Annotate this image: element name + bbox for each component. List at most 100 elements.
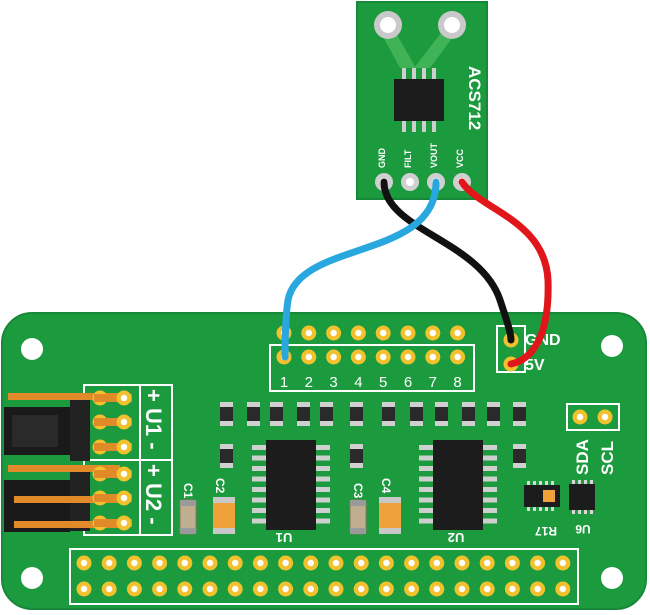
gpio-pad: [177, 581, 193, 597]
gpio-pad: [227, 581, 243, 597]
label-scl: SCL: [598, 441, 617, 475]
gpio-pad: [101, 555, 117, 571]
gpio-pad: [429, 581, 445, 597]
label-c3: C3: [351, 483, 365, 499]
adc-pin-number: 4: [354, 374, 362, 391]
pin-label-vout: VOUT: [429, 142, 439, 168]
gpio-pad: [328, 555, 344, 571]
adc-pad-top: [375, 325, 391, 341]
gnd-wire: [380, 178, 515, 344]
gpio-pad: [530, 581, 546, 597]
gpio-pad: [101, 581, 117, 597]
gpio-pad: [429, 555, 445, 571]
gpio-pad: [555, 581, 571, 597]
adc-pad-top: [301, 325, 317, 341]
pin-label-vcc: VCC: [455, 148, 465, 168]
gpio-pad: [152, 555, 168, 571]
adc-pad-top: [425, 325, 441, 341]
smd-resistor: [247, 402, 260, 426]
adc-pad-bottom: [450, 349, 466, 365]
smd-resistor: [220, 402, 233, 426]
pin-label-filt: FILT: [403, 149, 413, 168]
acs712-module: ACS712 GND FILT VOUT VCC: [356, 1, 488, 200]
adc-pad-top: [350, 325, 366, 341]
mounting-hole: [601, 335, 623, 357]
smd-resistor: [513, 402, 526, 426]
gpio-pad: [303, 581, 319, 597]
adc-pad-bottom: [375, 349, 391, 365]
adc-pad-bottom: [326, 349, 342, 365]
gpio-header: [69, 548, 579, 605]
capacitor-c2: C2: [213, 478, 235, 534]
smd-resistor: [297, 402, 310, 426]
gpio-pad: [504, 555, 520, 571]
label-c1: C1: [181, 483, 195, 499]
gpio-pad: [378, 555, 394, 571]
label-u6: U6: [575, 522, 591, 536]
gpio-pad: [353, 581, 369, 597]
chip-u6: U6: [569, 480, 595, 536]
i2c-header: SDA SCL: [566, 403, 620, 475]
smd-resistor: [350, 444, 363, 468]
adc-pin-number: 7: [429, 374, 437, 391]
gpio-pad: [479, 555, 495, 571]
gpio-pad: [303, 555, 319, 571]
chip-u1: U1: [252, 440, 330, 545]
gpio-pad: [404, 581, 420, 597]
gpio-pad: [227, 555, 243, 571]
smd-resistor: [350, 402, 363, 426]
gpio-pad: [328, 581, 344, 597]
gpio-pad: [378, 581, 394, 597]
label-sda: SDA: [573, 439, 592, 475]
adc-pin-number: 8: [453, 374, 461, 391]
label-c2: C2: [213, 478, 227, 494]
mounting-hole: [21, 567, 43, 589]
mounting-hole: [21, 338, 43, 360]
smd-resistor: [410, 402, 423, 426]
chip-r17: R17: [524, 481, 560, 538]
gpio-pad: [177, 555, 193, 571]
gpio-pad: [76, 581, 92, 597]
adc-pin-number: 1: [280, 374, 288, 391]
adc-pin-number: 5: [379, 374, 387, 391]
sensor-name: ACS712: [465, 66, 484, 130]
adc-pin-number: 2: [305, 374, 313, 391]
gpio-pad: [202, 581, 218, 597]
gpio-pad: [202, 555, 218, 571]
label-r17: R17: [535, 524, 557, 538]
smd-resistor: [487, 402, 500, 426]
adc-pad-bottom: [350, 349, 366, 365]
gpio-pad: [404, 555, 420, 571]
label-u1-chip: U1: [276, 530, 293, 545]
gpio-pad: [504, 581, 520, 597]
wires: [281, 178, 552, 368]
label-u2-chip: U2: [448, 530, 465, 545]
smd-resistor: [320, 402, 333, 426]
gpio-pad: [76, 555, 92, 571]
smd-resistor: [435, 402, 448, 426]
smd-resistor: [382, 402, 395, 426]
gpio-pad: [252, 581, 268, 597]
smd-resistor: [462, 402, 475, 426]
smd-resistor: [220, 444, 233, 468]
gpio-pad: [353, 555, 369, 571]
gpio-pad: [479, 581, 495, 597]
pin-label-gnd: GND: [377, 148, 387, 169]
gpio-pad: [530, 555, 546, 571]
adc-pad-bottom: [301, 349, 317, 365]
adc-pad-top: [326, 325, 342, 341]
label-u2: + U2 -: [141, 464, 166, 525]
chip-u2: U2: [419, 440, 497, 545]
label-5v: 5V: [525, 357, 545, 374]
gpio-pad: [454, 555, 470, 571]
adc-pad-bottom: [400, 349, 416, 365]
gpio-pad: [126, 581, 142, 597]
adc-pin-number: 3: [329, 374, 337, 391]
gpio-pad: [454, 581, 470, 597]
gpio-pad: [126, 555, 142, 571]
adc-pad-bottom: [425, 349, 441, 365]
vout-wire: [281, 178, 440, 361]
smd-resistor: [513, 444, 526, 468]
